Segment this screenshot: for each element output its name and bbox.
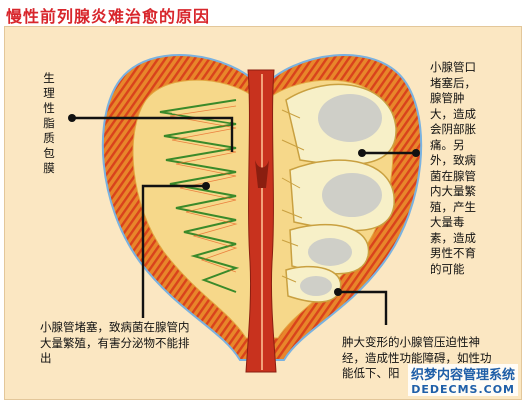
bottom-right-pointer [338,290,388,325]
watermark-brand: 织梦内容管理系统 [407,364,518,383]
right-description: 小腺管口堵塞后，腺管肿大，造成会阴部胀痛。另外，致病菌在腺管内大量繁殖，产生大量… [430,60,486,277]
bottom-left-pointer [141,184,206,318]
bottom-left-description: 小腺管堵塞，致病菌在腺管内大量繁殖，有害分泌物不能排出 [40,320,190,367]
membrane-label: 生理性脂质包膜 [42,71,56,176]
urethra-lumen [255,160,269,188]
left-gland-ducts-lining [169,105,238,273]
pointer-dots [68,114,420,296]
membrane-pointer [72,116,234,152]
right-swollen-ducts [281,83,397,303]
watermark: 织梦内容管理系统 DEDECMS.COM [407,364,518,396]
pointer-lines [72,116,416,325]
watermark-site: DEDECMS.COM [407,383,518,396]
page-title: 慢性前列腺炎难治愈的原因 [6,7,211,26]
